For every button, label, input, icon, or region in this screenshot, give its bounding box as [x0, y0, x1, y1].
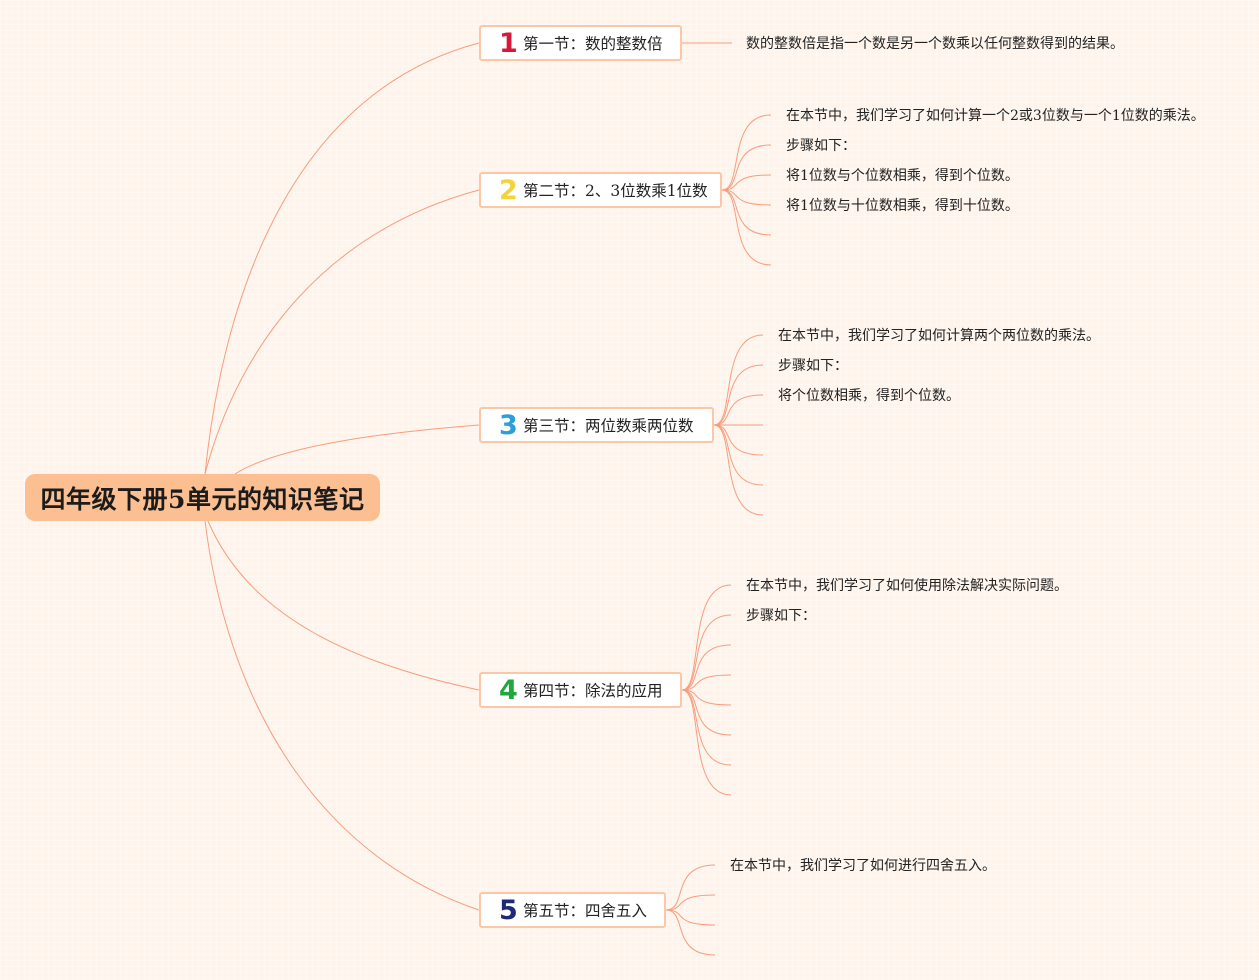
root-branch-3: [234, 424, 480, 475]
note-text[interactable]: 步骤如下：: [746, 608, 816, 624]
section-4-branch-8: [681, 689, 732, 796]
section-3-branch-5: [713, 424, 764, 456]
section-4-branch-4: [681, 674, 732, 691]
section-node-3[interactable]: 3 第三节：两位数乘两位数: [479, 407, 714, 443]
number-three-icon: 3: [499, 409, 518, 441]
number-one-icon: 1: [499, 27, 518, 59]
section-4-branch-3: [681, 644, 732, 691]
section-title: 第一节：数的整数倍: [523, 35, 663, 53]
number-five-icon: 5: [499, 894, 518, 926]
section-3-branch-2: [713, 364, 764, 426]
section-4-branch-2: [681, 614, 732, 691]
note-text[interactable]: 在本节中，我们学习了如何进行四舍五入。: [730, 858, 996, 874]
note-text[interactable]: 步骤如下：: [778, 358, 848, 374]
root-branch-4: [207, 520, 480, 691]
section-2-branch-6: [721, 189, 772, 266]
section-2-branch-4: [721, 189, 772, 206]
section-5-branch-4: [665, 909, 716, 956]
section-5-branch-1: [665, 864, 716, 911]
number-four-icon: 4: [499, 674, 518, 706]
root-title: 四年级下册5单元的知识笔记: [40, 484, 365, 514]
section-4-branch-1: [681, 584, 732, 691]
section-3-branch-7: [713, 424, 764, 516]
section-5-branch-2: [665, 894, 716, 911]
section-3-branch-1: [713, 334, 764, 426]
section-2-branch-3: [721, 174, 772, 191]
note-text[interactable]: 步骤如下：: [786, 138, 856, 154]
note-text[interactable]: 在本节中，我们学习了如何计算一个2或3位数与一个1位数的乘法。: [786, 108, 1205, 124]
section-5-branch-3: [665, 909, 716, 926]
section-2-branch-1: [721, 114, 772, 191]
root-branch-1: [204, 42, 480, 475]
section-2-branch-5: [721, 189, 772, 236]
section-title: 第五节：四舍五入: [523, 902, 648, 920]
note-text[interactable]: 数的整数倍是指一个数是另一个数乘以任何整数得到的结果。: [746, 36, 1124, 52]
section-node-4[interactable]: 4 第四节：除法的应用: [479, 672, 682, 708]
section-node-2[interactable]: 2 第二节：2、3位数乘1位数: [479, 172, 722, 208]
section-4-branch-5: [681, 689, 732, 706]
section-4-branch-6: [681, 689, 732, 736]
section-node-1[interactable]: 1 第一节：数的整数倍: [479, 25, 682, 61]
section-node-5[interactable]: 5 第五节：四舍五入: [479, 892, 666, 928]
section-title: 第三节：两位数乘两位数: [523, 417, 694, 435]
root-branch-2: [204, 189, 480, 475]
note-text[interactable]: 将1位数与个位数相乘，得到个位数。: [786, 168, 1019, 184]
section-2-branch-2: [721, 144, 772, 191]
note-text[interactable]: 在本节中，我们学习了如何计算两个两位数的乘法。: [778, 328, 1100, 344]
section-title: 第二节：2、3位数乘1位数: [523, 182, 708, 200]
section-3-branch-3: [713, 394, 764, 426]
number-two-icon: 2: [499, 174, 518, 206]
root-branch-5: [204, 520, 480, 911]
root-topic[interactable]: 四年级下册5单元的知识笔记: [25, 474, 380, 521]
note-text[interactable]: 在本节中，我们学习了如何使用除法解决实际问题。: [746, 578, 1068, 594]
note-text[interactable]: 将1位数与十位数相乘，得到十位数。: [786, 198, 1019, 214]
note-text[interactable]: 将个位数相乘，得到个位数。: [778, 388, 960, 404]
section-title: 第四节：除法的应用: [523, 682, 663, 700]
